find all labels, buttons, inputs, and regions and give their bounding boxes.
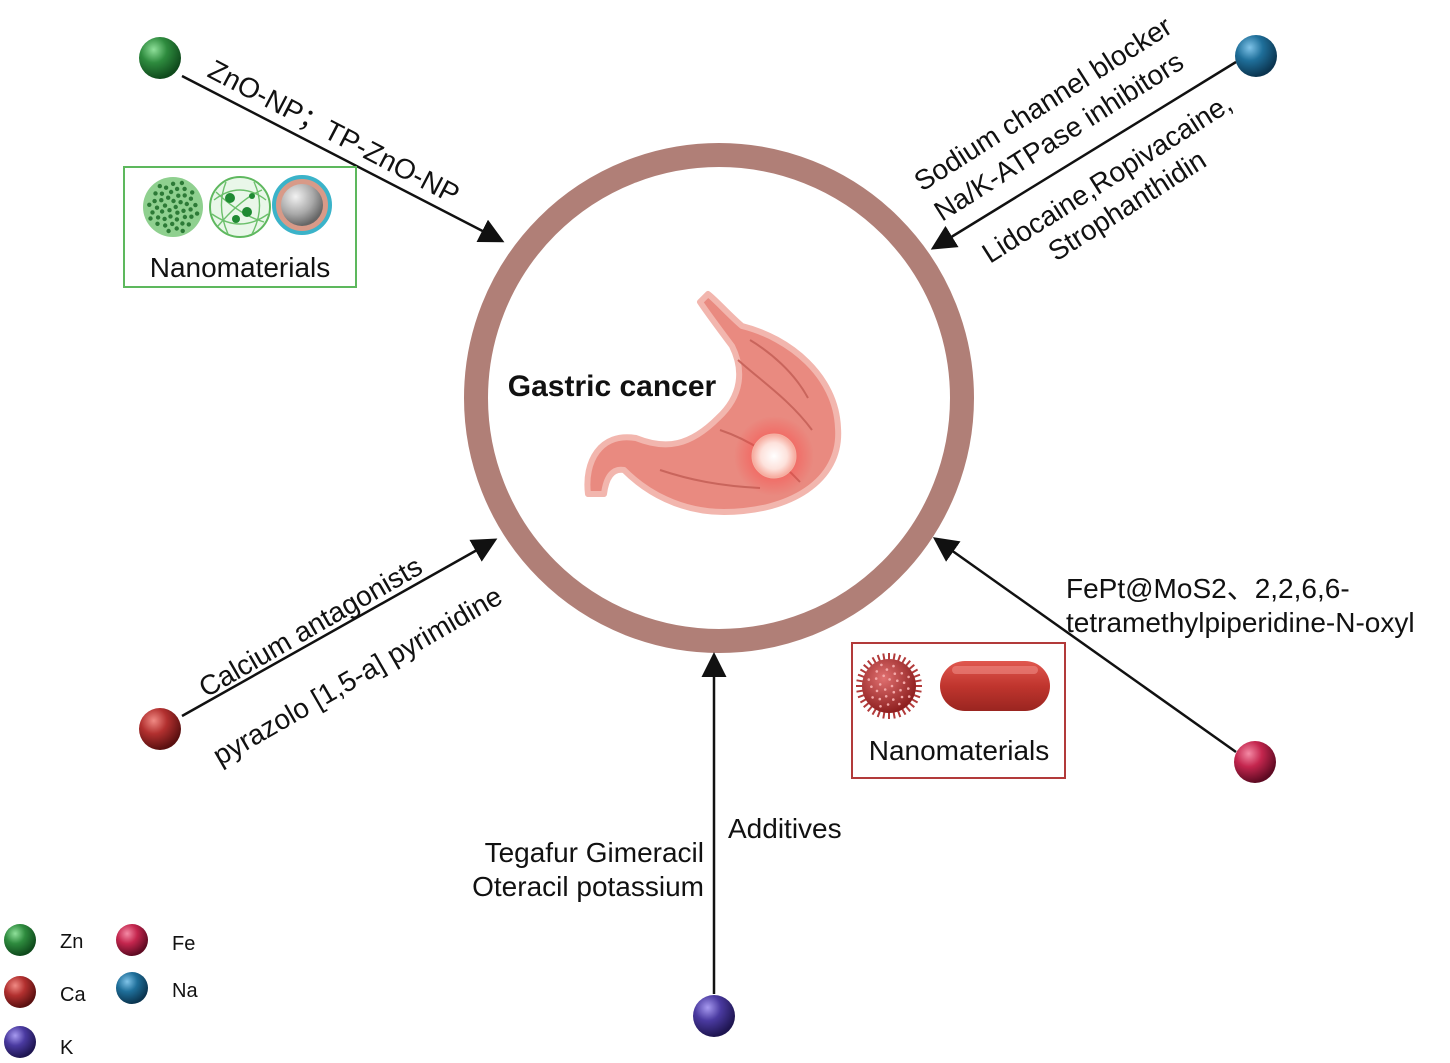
zn-nanomaterials-box: Nanomaterials xyxy=(123,166,357,288)
legend-fe-icon xyxy=(116,924,148,956)
core-shell-nanoparticle-icon xyxy=(272,175,332,235)
legend-na-label: Na xyxy=(172,980,198,1002)
dotted-nanoparticle-icon xyxy=(143,177,203,237)
legend-ca-icon xyxy=(4,976,36,1008)
k-ion-sphere xyxy=(693,995,735,1037)
spiky-nanoparticle-icon xyxy=(856,653,922,719)
ca-mechanism-label: Calcium antagonists xyxy=(194,550,428,703)
legend-fe-label: Fe xyxy=(172,933,195,955)
legend-na-icon xyxy=(116,972,148,1004)
legend-ca-label: Ca xyxy=(60,984,86,1006)
legend-k-icon xyxy=(4,1026,36,1058)
ca-arrow xyxy=(181,538,498,718)
ca-ion-sphere xyxy=(139,708,181,750)
legend: Zn Fe Ca Na K xyxy=(4,924,198,1059)
stomach-icon xyxy=(584,291,842,515)
k-drug-label-2: Oteracil potassium xyxy=(472,871,704,902)
na-arrow xyxy=(930,60,1237,250)
fe-compound-label-1: FePt@MoS2、2,2,6,6- xyxy=(1066,573,1350,604)
fe-compound-label-2: tetramethylpiperidine-N-oxyl xyxy=(1066,607,1415,638)
fe-ion-sphere xyxy=(1234,741,1276,783)
center-title: Gastric cancer xyxy=(508,370,717,403)
zn-arrow xyxy=(181,74,505,243)
mesh-nanoparticle-icon xyxy=(209,176,271,238)
legend-k-label: K xyxy=(60,1037,74,1059)
zn-nanomaterials-label: Nanomaterials xyxy=(150,252,331,283)
legend-zn-icon xyxy=(4,924,36,956)
zn-ion-sphere xyxy=(139,37,181,79)
k-additives-label: Additives xyxy=(728,813,842,844)
central-ring xyxy=(464,143,974,653)
na-ion-sphere xyxy=(1235,35,1277,77)
k-drug-label-1: Tegafur Gimeracil xyxy=(485,837,704,868)
fe-nanomaterials-box: Nanomaterials xyxy=(851,642,1066,779)
legend-zn-label: Zn xyxy=(60,931,83,953)
fe-nanomaterials-label: Nanomaterials xyxy=(869,735,1050,766)
fe-arrow xyxy=(932,537,1237,754)
capsule-nanomaterial-icon xyxy=(940,661,1050,711)
